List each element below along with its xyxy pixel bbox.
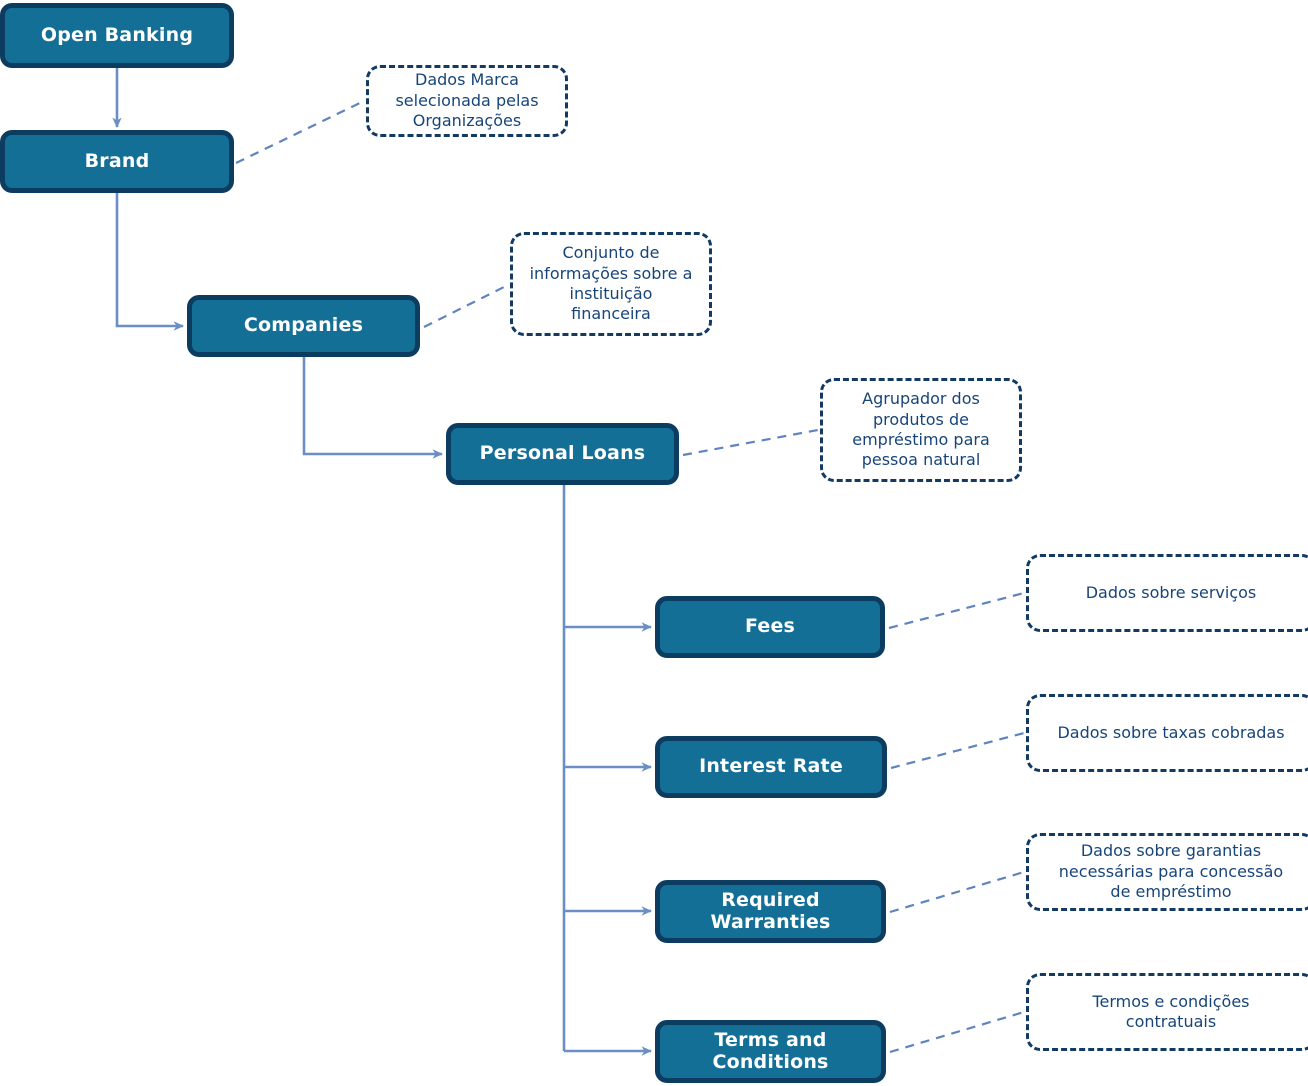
node-terms-and-conditions[interactable]: Terms and Conditions bbox=[655, 1020, 886, 1083]
note-companies-text: Conjunto de informações sobre a institui… bbox=[529, 243, 693, 324]
note-terms-and-conditions: Termos e condições contratuais bbox=[1026, 973, 1308, 1051]
leader-fees-note bbox=[888, 591, 1025, 630]
note-interest-rate: Dados sobre taxas cobradas bbox=[1026, 694, 1308, 772]
leader-required-warranties-note bbox=[889, 870, 1025, 914]
note-companies: Conjunto de informações sobre a institui… bbox=[510, 232, 712, 336]
leader-brand-note bbox=[235, 100, 365, 164]
leader-personal-loans-note bbox=[682, 428, 819, 457]
note-interest-rate-text: Dados sobre taxas cobradas bbox=[1057, 722, 1285, 742]
note-required-warranties-text: Dados sobre garantias necessárias para c… bbox=[1058, 841, 1284, 902]
note-brand: Dados Marca selecionada pelas Organizaçõ… bbox=[366, 65, 568, 137]
note-terms-and-conditions-text: Termos e condições contratuais bbox=[1092, 991, 1250, 1031]
note-required-warranties: Dados sobre garantias necessárias para c… bbox=[1026, 833, 1308, 911]
node-interest-rate[interactable]: Interest Rate bbox=[655, 736, 887, 798]
note-fees: Dados sobre serviços bbox=[1026, 554, 1308, 632]
note-personal-loans: Agrupador dos produtos de empréstimo par… bbox=[820, 378, 1022, 482]
leader-terms-conditions-note bbox=[889, 1010, 1025, 1054]
node-fees[interactable]: Fees bbox=[655, 596, 885, 658]
edge-brand-to-companies bbox=[115, 193, 184, 331]
edge-companies-to-personal-loans bbox=[302, 357, 443, 459]
note-brand-text: Dados Marca selecionada pelas Organizaçõ… bbox=[395, 70, 539, 131]
node-required-warranties[interactable]: Required Warranties bbox=[655, 880, 886, 943]
node-personal-loans[interactable]: Personal Loans bbox=[446, 423, 679, 485]
note-fees-text: Dados sobre serviços bbox=[1085, 582, 1257, 602]
node-companies[interactable]: Companies bbox=[187, 295, 420, 357]
node-brand[interactable]: Brand bbox=[0, 130, 234, 193]
leader-interest-rate-note bbox=[890, 731, 1025, 770]
note-personal-loans-text: Agrupador dos produtos de empréstimo par… bbox=[852, 389, 990, 470]
leader-companies-note bbox=[423, 284, 509, 328]
node-open-banking[interactable]: Open Banking bbox=[0, 3, 234, 68]
